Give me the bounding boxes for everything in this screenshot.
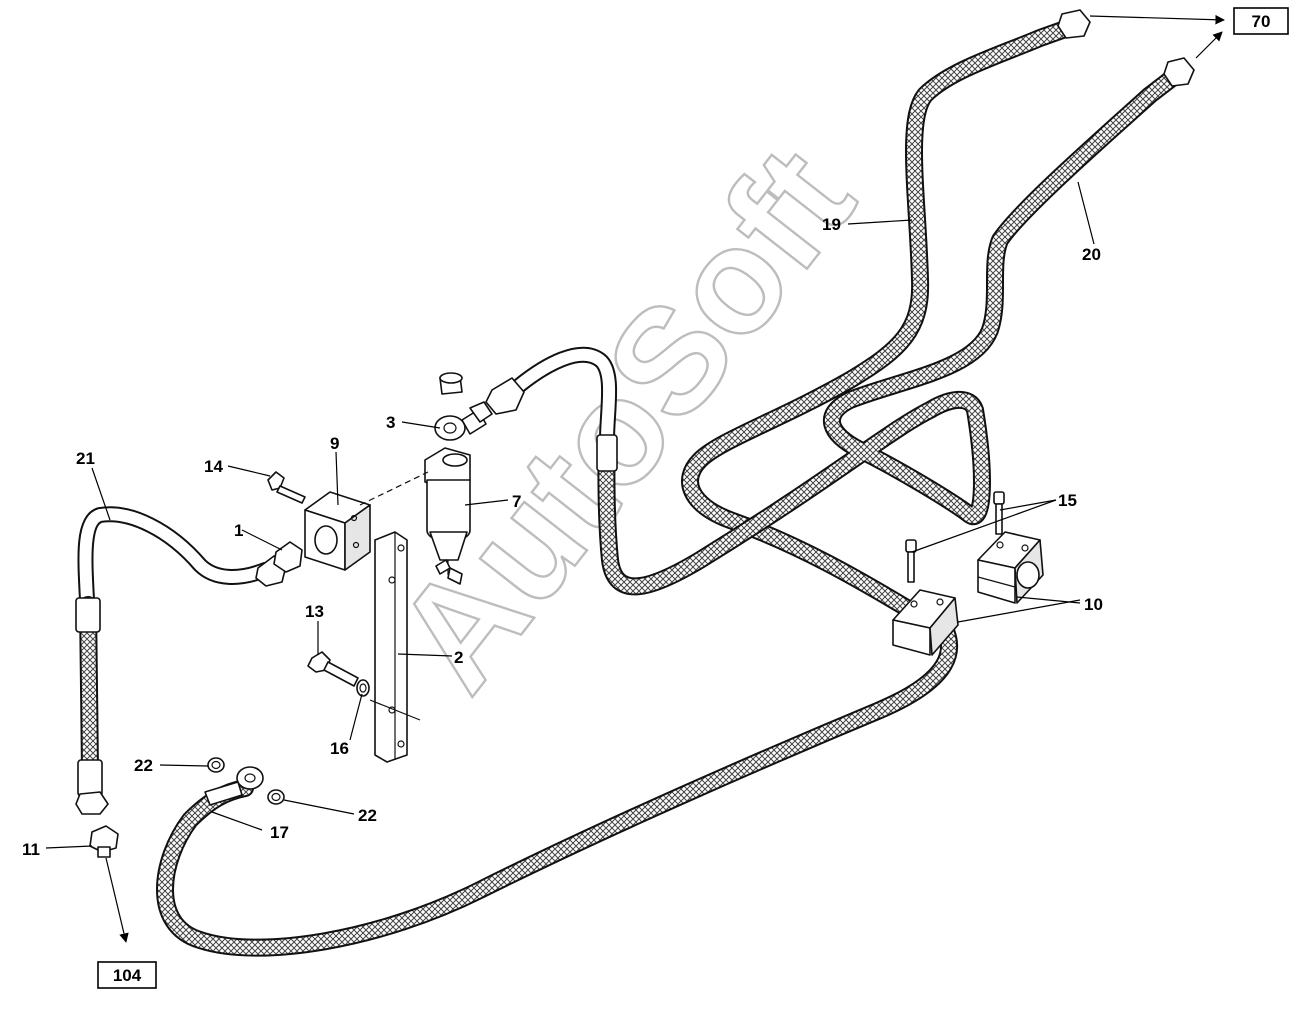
callout-leaders: [45, 181, 1095, 849]
callout-9: 9: [330, 434, 339, 453]
banjo-3: [434, 372, 493, 441]
washer-22-left: [207, 757, 225, 773]
callout-10: 10: [1084, 595, 1103, 614]
hose-21-nut: [75, 791, 109, 815]
adapter-11: [89, 825, 119, 858]
clamp-10-left: [892, 589, 959, 656]
callout-19: 19: [822, 215, 841, 234]
callout-16: 16: [330, 739, 349, 758]
pipe-upper: [485, 346, 618, 472]
washer-16: [356, 679, 370, 697]
bolt-13: [307, 651, 359, 687]
part-1-fitting: [273, 541, 303, 573]
callout-22-left: 22: [134, 756, 153, 775]
callout-11: 11: [22, 840, 40, 859]
callout-2: 2: [454, 648, 463, 667]
callout-1: 1: [234, 521, 243, 540]
ref-box-104-label: 104: [113, 966, 142, 985]
hose-21-bottom-sleeve: [77, 759, 103, 797]
hose-21: [75, 506, 287, 815]
callout-17: 17: [270, 823, 289, 842]
bolt-15-right: [993, 491, 1005, 535]
clamp-10-right: [977, 531, 1044, 604]
filter-7: [359, 447, 471, 585]
callout-13: 13: [305, 602, 324, 621]
ref-box-70-label: 70: [1252, 12, 1271, 31]
arrow-to-104: [105, 857, 129, 943]
callout-22-right: 22: [358, 806, 377, 825]
bolt-14: [267, 471, 306, 504]
callout-3: 3: [386, 413, 395, 432]
hose-lower: [156, 611, 958, 957]
callout-14: 14: [204, 457, 223, 476]
washer-22-right: [267, 789, 285, 805]
bolt-15-left: [905, 539, 917, 583]
ref-box-104[interactable]: 104: [97, 961, 157, 989]
arrow-to-70-a: [1089, 14, 1225, 25]
callout-20: 20: [1082, 245, 1101, 264]
arrow-to-70-b: [1195, 31, 1223, 59]
callout-15: 15: [1058, 491, 1077, 510]
pipe-upper-sleeve: [596, 434, 618, 472]
hose-21-top-sleeve: [75, 597, 101, 633]
banjo-17: [204, 766, 264, 806]
hose-19-nut: [1057, 9, 1091, 39]
ref-box-70[interactable]: 70: [1233, 7, 1289, 35]
hose-20: [597, 57, 1195, 596]
pipe-upper-nut: [485, 377, 525, 415]
callout-7: 7: [512, 492, 521, 511]
plate-2: [369, 531, 421, 763]
part-9-block: [304, 491, 371, 571]
callout-21: 21: [76, 449, 95, 468]
hose-20-nut: [1163, 57, 1195, 87]
